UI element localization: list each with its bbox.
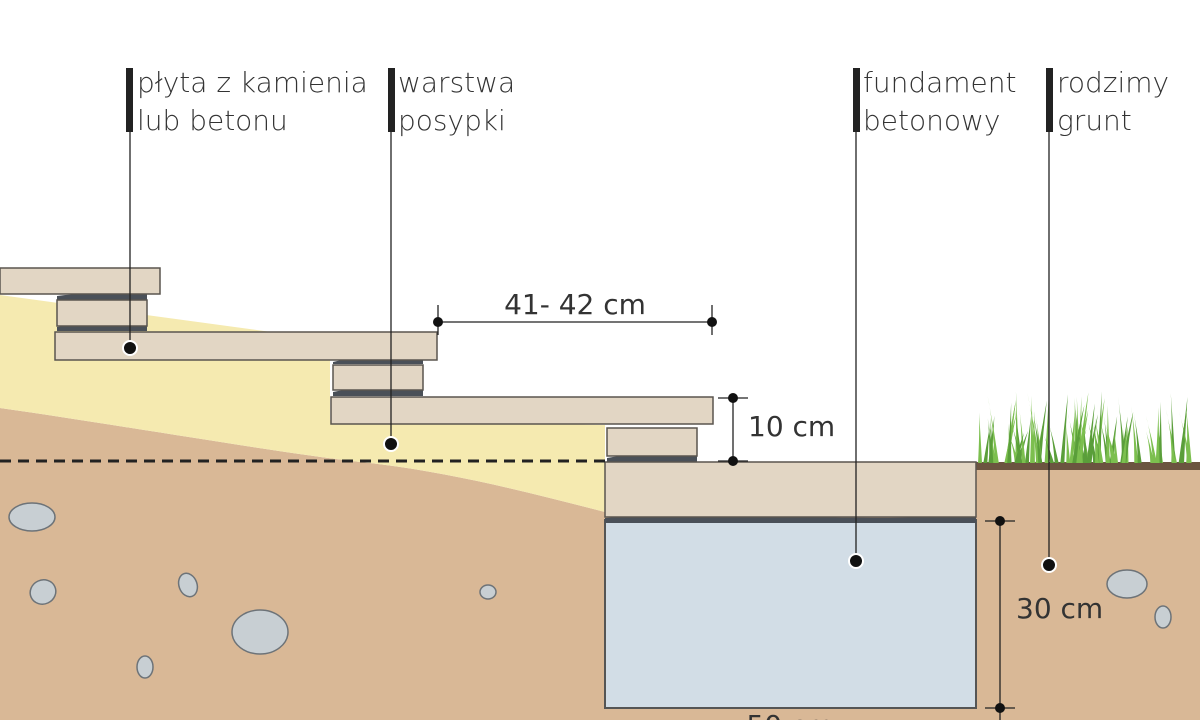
- grass-blade: [1073, 415, 1087, 463]
- stone: [8, 502, 56, 532]
- grass-blade: [1105, 405, 1110, 463]
- foundation-label-line2: betonowy: [863, 104, 1000, 137]
- grass-blade: [1086, 415, 1098, 463]
- grass-blade: [1093, 409, 1104, 463]
- gravel-label-line2: posypki: [398, 104, 506, 137]
- tread-dimension-label: 41- 42 cm: [504, 288, 646, 321]
- gravel-label-line1: warstwa: [398, 66, 515, 99]
- stones: [8, 502, 1172, 679]
- grass-blade: [1145, 415, 1157, 463]
- foundation-depth-label: 30 cm: [1016, 592, 1103, 625]
- riser-dimension-label: 10 cm: [748, 410, 835, 443]
- grass-blade: [1042, 431, 1055, 463]
- grass-blade: [1086, 403, 1095, 463]
- grass-blade: [1106, 428, 1118, 463]
- step-3-slab: [330, 396, 714, 425]
- top-step-slab: [0, 267, 161, 295]
- foundation-depth-dimension: 30 cm: [985, 516, 1103, 720]
- grass-blade: [1072, 404, 1085, 463]
- concrete-foundation: [604, 519, 977, 709]
- riser-dimension: 10 cm: [718, 393, 835, 466]
- soil-label-line2: grunt: [1057, 104, 1132, 137]
- grass-blade: [1168, 418, 1176, 463]
- soil-marker: [1041, 557, 1057, 573]
- step-spacer-slab: [332, 364, 424, 391]
- grass-blade: [1047, 418, 1059, 463]
- grass-blade: [1032, 408, 1043, 463]
- grass-blade: [987, 395, 999, 463]
- grass-blade: [1014, 432, 1024, 463]
- slab-label-line2: lub betonu: [137, 104, 288, 137]
- grass-blade: [1093, 421, 1100, 463]
- foundation-label-line1: fundament: [863, 66, 1017, 99]
- grass-blade: [1096, 391, 1102, 463]
- grass-blade: [1121, 426, 1128, 463]
- foundation-width-label: 50 cm: [746, 709, 833, 720]
- grass-blade: [983, 426, 990, 463]
- grass-blade: [1120, 416, 1128, 463]
- stone: [479, 584, 497, 600]
- step-spacer-slab: [606, 427, 698, 457]
- grass-blade: [1113, 429, 1119, 463]
- step-spacer-slab: [56, 299, 148, 327]
- grass-blade: [1155, 407, 1160, 463]
- slab-label-line1: płyta z kamienia: [137, 66, 368, 99]
- grass-blade: [1007, 402, 1012, 463]
- topsoil-band: [976, 462, 1200, 470]
- grass-blade: [1165, 409, 1177, 463]
- grass-blade: [1178, 406, 1188, 463]
- grass-blade: [1133, 412, 1142, 463]
- slab-marker: [122, 340, 138, 356]
- native-soil: [0, 408, 605, 720]
- grass-blade: [1036, 418, 1043, 463]
- bottom-step-slab: [604, 461, 977, 518]
- step-2-slab: [54, 331, 438, 361]
- grass-blade: [978, 412, 983, 463]
- stone: [1154, 605, 1172, 629]
- stone: [1106, 569, 1148, 599]
- soil-label-line1: rodzimy: [1057, 66, 1169, 99]
- grass-blade: [1024, 416, 1031, 463]
- grass-blade: [1131, 406, 1139, 463]
- grass-blade: [987, 418, 994, 463]
- grass-blade: [1065, 423, 1071, 463]
- grass-blade: [1007, 431, 1019, 463]
- gravel-marker: [383, 436, 399, 452]
- grass: [978, 391, 1192, 463]
- stone: [177, 572, 199, 598]
- stone: [136, 655, 154, 679]
- tread-dimension: 41- 42 cm: [433, 288, 717, 335]
- grass-blade: [1069, 409, 1076, 463]
- grass-blade: [1087, 414, 1098, 463]
- foundation-marker: [848, 553, 864, 569]
- grass-blade: [1060, 394, 1068, 463]
- grass-blade: [1144, 427, 1155, 463]
- label-bars: [126, 68, 1053, 132]
- stone: [231, 609, 289, 655]
- leader-points: [122, 340, 1057, 573]
- grass-blade: [988, 418, 996, 463]
- grass-blade: [1078, 426, 1083, 463]
- grass-blade: [1030, 411, 1035, 463]
- stone-slabs: [0, 267, 977, 518]
- grass-blade: [1044, 394, 1049, 463]
- grass-blade: [1185, 407, 1192, 463]
- leader-lines: [129, 125, 1050, 565]
- stone: [29, 579, 57, 605]
